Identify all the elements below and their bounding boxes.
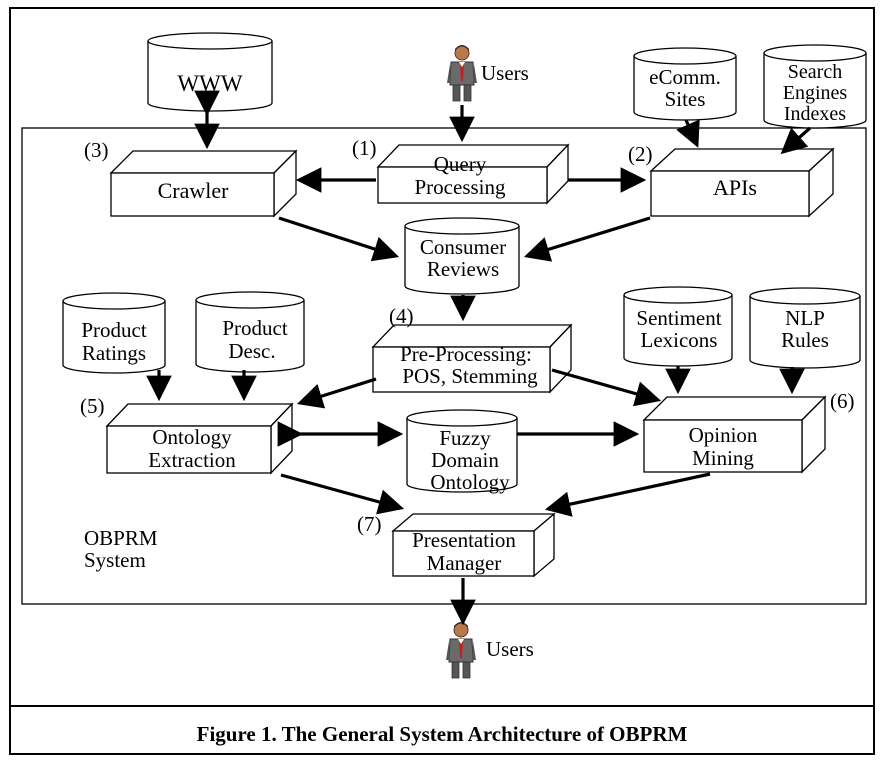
system-boundary [21,127,867,605]
database-product-ratings: Product Ratings [62,292,166,374]
users-bottom-label: Users [486,637,534,661]
process-number: (4) [389,304,414,328]
process-presentation-manager: (7) Presentation Manager [357,512,556,578]
svg-text:APIs: APIs [713,175,757,200]
arrow-preprocessing-to-opinion [551,368,662,407]
svg-text:Pre-Processing:: Pre-Processing: [400,342,532,366]
svg-text:Search: Search [788,61,842,83]
process-query-processing: (1) Query Processing [352,136,570,205]
svg-text:Manager: Manager [427,551,502,575]
svg-text:Crawler: Crawler [158,178,230,203]
svg-text:Mining: Mining [692,446,754,470]
database-nlp-rules: NLP Rules [749,287,861,369]
svg-text:Lexicons: Lexicons [641,328,718,352]
svg-text:Reviews: Reviews [427,257,499,281]
process-ontology-extraction: (5) Ontology Extraction [80,394,294,475]
arrow-crawler-to-reviews [278,216,400,262]
process-number: (1) [352,136,377,160]
process-apis: (2) APIs [628,142,835,218]
system-label: OBPRM System [84,526,158,572]
arrow-opinion-to-presentation [544,472,711,517]
users-top-icon [446,44,478,102]
database-fuzzy-domain-ontology: Fuzzy Domain Ontology [406,409,518,494]
database-product-desc: Product Desc. [195,291,305,373]
process-crawler: (3) Crawler [84,138,298,218]
svg-text:Consumer: Consumer [420,235,506,259]
svg-text:Fuzzy: Fuzzy [439,426,491,450]
svg-text:Query: Query [434,152,487,176]
users-top-label: Users [481,61,529,85]
svg-text:Desc.: Desc. [228,339,275,363]
database-ecomm-sites: eComm. Sites [633,47,737,121]
svg-text:Product: Product [222,316,287,340]
svg-text:Processing: Processing [415,175,506,199]
process-preprocessing: (4) Pre-Processing: POS, Stemming [371,304,573,394]
svg-text:NLP: NLP [785,306,825,330]
process-number: (2) [628,142,653,166]
svg-text:Rules: Rules [781,328,829,352]
arrow-ontology-to-presentation [280,473,405,515]
svg-text:Engines: Engines [783,82,848,104]
svg-text:Opinion: Opinion [689,423,758,447]
arrow-apis-to-reviews [523,216,651,262]
caption-divider [9,705,875,707]
svg-text:Ontology: Ontology [430,470,510,494]
svg-text:eComm.: eComm. [649,65,721,89]
svg-text:Domain: Domain [431,448,499,472]
users-bottom-icon [445,621,477,679]
process-number: (3) [84,138,109,162]
system-label-line2: System [84,548,146,572]
svg-text:Ontology: Ontology [152,425,232,449]
svg-text:Ratings: Ratings [82,341,146,365]
database-sentiment-lexicons: Sentiment Lexicons [623,286,733,367]
svg-text:Presentation: Presentation [412,528,516,552]
database-consumer-reviews: Consumer Reviews [404,217,520,295]
database-www: WWW [147,32,273,112]
arrow-preprocessing-to-ontology [296,377,377,409]
process-number: (5) [80,394,105,418]
process-number: (6) [830,389,855,413]
process-number: (7) [357,512,382,536]
svg-text:Sites: Sites [665,87,706,111]
database-search-engines-indexes: Search Engines Indexes [763,44,867,129]
svg-text:Sentiment: Sentiment [636,306,721,330]
process-opinion-mining: (6) Opinion Mining [642,389,855,474]
svg-text:Extraction: Extraction [148,448,236,472]
arrows [146,90,812,626]
arrow-ecomm-to-apis [676,119,700,148]
system-label-line1: OBPRM [84,526,158,550]
arrow-search-to-apis [780,126,812,155]
svg-text:WWW: WWW [177,71,242,96]
svg-text:POS, Stemming: POS, Stemming [402,364,538,388]
figure-caption: Figure 1. The General System Architectur… [196,722,688,746]
svg-text:Indexes: Indexes [784,103,846,125]
svg-text:Product: Product [81,318,146,342]
